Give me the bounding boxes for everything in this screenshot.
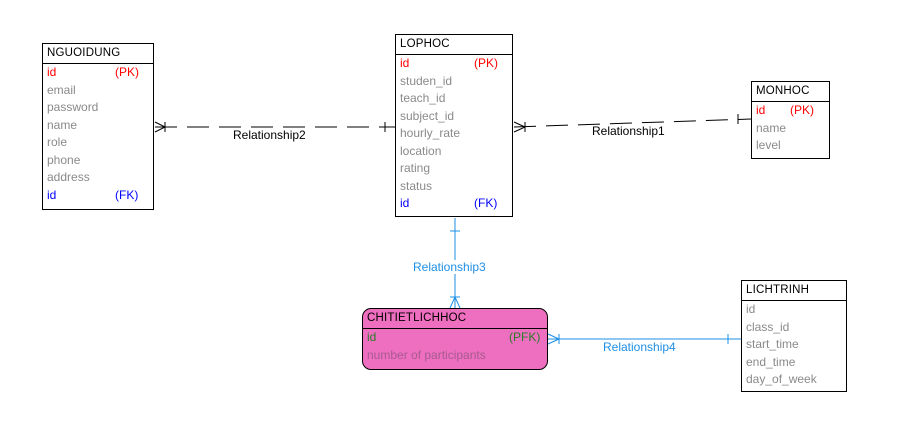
attribute-row[interactable]: phone: [43, 152, 153, 170]
attribute-row[interactable]: rating: [396, 160, 512, 178]
attribute-row[interactable]: id (FK): [43, 187, 153, 205]
attribute-row[interactable]: location: [396, 143, 512, 161]
entity-title: CHITIETLICHHOC: [363, 309, 547, 329]
attribute-row[interactable]: end_time: [742, 354, 846, 372]
entity-lophoc[interactable]: LOPHOC id (PK) studen_id teach_id subject…: [395, 34, 513, 217]
entity-nguoidung[interactable]: NGUOIDUNG id (PK) email password name rol…: [42, 43, 154, 210]
attribute-row[interactable]: id (PK): [752, 102, 829, 120]
attribute-row[interactable]: teach_id: [396, 90, 512, 108]
attribute-row[interactable]: subject_id: [396, 108, 512, 126]
attribute-name: status: [400, 178, 433, 193]
primary-key-marker: (PK): [115, 65, 139, 79]
relationship3-label[interactable]: Relationship3: [413, 260, 486, 274]
attribute-name: location: [400, 143, 442, 158]
attribute-row[interactable]: studen_id: [396, 73, 512, 91]
primary-key-marker: (PK): [790, 103, 814, 117]
primary-key-marker: (PK): [474, 56, 498, 70]
attribute-name: day_of_week: [746, 372, 817, 386]
entity-title: NGUOIDUNG: [43, 44, 153, 64]
attribute-row[interactable]: password: [43, 99, 153, 117]
attribute-name: level: [756, 138, 781, 152]
attribute-row[interactable]: email: [43, 82, 153, 100]
attribute-name: phone: [47, 152, 81, 167]
attribute-row[interactable]: id (PFK): [363, 329, 547, 347]
entity-title: LICHTRINH: [742, 281, 846, 301]
relationship2-label[interactable]: Relationship2: [233, 128, 306, 142]
attribute-row[interactable]: hourly_rate: [396, 125, 512, 143]
relationship1-label[interactable]: Relationship1: [592, 124, 665, 138]
attribute-row[interactable]: id (PK): [43, 64, 153, 82]
relationship2-line[interactable]: [154, 121, 395, 133]
primary-foreign-key-marker: (PFK): [509, 330, 541, 344]
foreign-key-marker: (FK): [115, 187, 139, 202]
attribute-row[interactable]: address: [43, 169, 153, 187]
attribute-row[interactable]: status: [396, 178, 512, 196]
attribute-row[interactable]: name: [43, 117, 153, 135]
attribute-row[interactable]: number of participants: [363, 347, 547, 365]
attribute-name: start_time: [746, 337, 799, 351]
attribute-name: rating: [400, 161, 431, 175]
attribute-name: id: [746, 302, 756, 316]
entity-lichtrinh[interactable]: LICHTRINH id class_id start_time end_tim…: [741, 280, 847, 392]
attribute-row[interactable]: name: [752, 120, 829, 138]
attribute-name: hourly_rate: [400, 126, 461, 140]
attribute-name: name: [47, 117, 78, 132]
attribute-row[interactable]: id (FK): [396, 195, 512, 213]
attribute-row[interactable]: day_of_week: [742, 371, 846, 389]
attribute-name: email: [47, 82, 76, 97]
attribute-name: role: [47, 135, 68, 149]
entity-title: MONHOC: [752, 82, 829, 102]
relationship4-label[interactable]: Relationship4: [603, 340, 676, 354]
attribute-row[interactable]: level: [752, 137, 829, 155]
entity-monhoc[interactable]: MONHOC id (PK) name level: [751, 81, 830, 159]
attribute-name: password: [47, 100, 99, 114]
entity-title: LOPHOC: [396, 35, 512, 55]
attribute-name: number of participants: [367, 347, 486, 362]
attribute-row[interactable]: id: [742, 301, 846, 319]
attribute-row[interactable]: role: [43, 134, 153, 152]
relationship1-line[interactable]: [513, 114, 752, 133]
attribute-row[interactable]: id (PK): [396, 55, 512, 73]
attribute-name: teach_id: [400, 91, 446, 105]
attribute-name: id: [756, 103, 766, 117]
attribute-name: subject_id: [400, 108, 455, 123]
attribute-name: id: [47, 187, 57, 202]
attribute-name: id: [400, 196, 410, 210]
attribute-row[interactable]: class_id: [742, 319, 846, 337]
attribute-name: id: [47, 65, 57, 79]
attribute-name: address: [47, 170, 90, 184]
relationship4-line[interactable]: [547, 333, 741, 345]
attribute-name: studen_id: [400, 73, 453, 88]
attribute-name: id: [400, 56, 410, 70]
attribute-name: name: [756, 120, 787, 135]
attribute-name: class_id: [746, 319, 790, 334]
foreign-key-marker: (FK): [474, 196, 498, 210]
attribute-name: id: [367, 330, 377, 344]
entity-chitietlichhoc[interactable]: CHITIETLICHHOC id (PFK) number of partici…: [362, 308, 548, 370]
attribute-row[interactable]: start_time: [742, 336, 846, 354]
attribute-name: end_time: [746, 354, 796, 369]
